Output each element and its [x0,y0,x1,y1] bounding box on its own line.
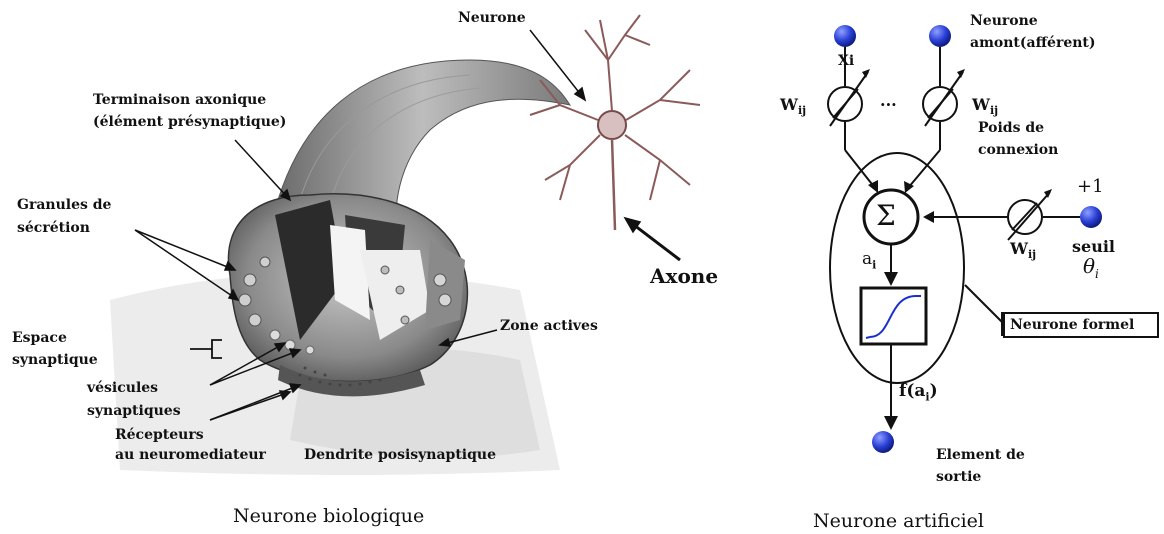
neuron-cell-body [530,15,700,230]
label-terminaison-axonique: Terminaison axonique [93,92,266,109]
label-poids-de: Poids de [978,120,1044,137]
label-f-ai: f(ai) [899,383,938,405]
label-synaptique: synaptique [12,352,98,369]
label-neurone: Neurone [458,10,526,27]
label-seuil: seuil [1072,238,1115,255]
label-weight-left: Wij [780,96,806,119]
label-synaptiques: synaptiques [87,403,181,420]
label-weight-right: Wij [972,96,998,119]
label-element-presynaptique: (élément présynaptique) [93,114,286,131]
label-vesicules: vésicules [87,380,158,397]
label-recepteurs: Récepteurs [115,427,204,444]
label-element-de: Element de [936,447,1025,464]
label-neurone-formel: Neurone formel [1010,317,1134,334]
synaptic-bulb [228,194,467,382]
caption-neurone-artificiel: Neurone artificiel [813,510,984,532]
label-neuromediateur: au neuromediateur [115,447,266,464]
label-ai: ai [862,251,876,273]
label-zone-actives: Zone actives [500,318,598,335]
input-node-right [929,25,951,47]
bias-node [1080,206,1102,228]
label-plus-one: +1 [1077,178,1104,195]
label-xi: Xi [838,53,854,70]
label-afferent: amont(afférent) [970,35,1096,52]
label-connexion: connexion [978,142,1058,159]
label-dendrite: Dendrite posisynaptique [304,447,496,464]
label-secretion: sécrétion [17,220,90,237]
label-neurone-amont: Neurone [970,13,1038,30]
label-granules: Granules de [17,197,111,214]
output-node [872,431,894,453]
label-ellipsis: ... [880,92,897,109]
label-axone: Axone [650,268,718,285]
input-node-left [834,25,856,47]
label-espace: Espace [12,330,67,347]
sigma-symbol: Σ [876,201,896,231]
label-theta: θi [1083,258,1099,283]
label-sortie: sortie [936,469,981,486]
label-weight-bias: Wij [1010,240,1036,263]
caption-neurone-biologique: Neurone biologique [233,505,424,527]
